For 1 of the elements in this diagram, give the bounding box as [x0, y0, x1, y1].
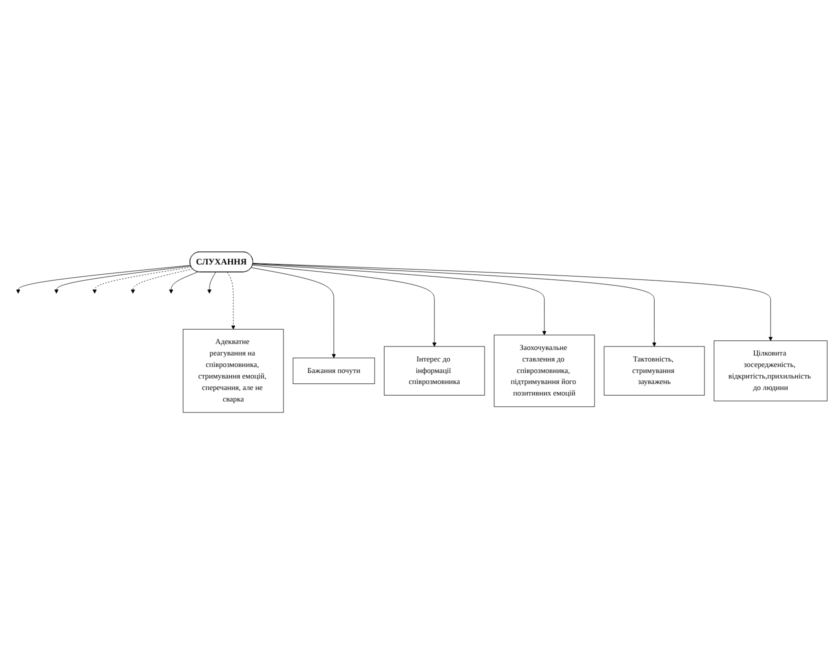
topic-ellipse: СЛУХАННЯ	[190, 251, 254, 272]
